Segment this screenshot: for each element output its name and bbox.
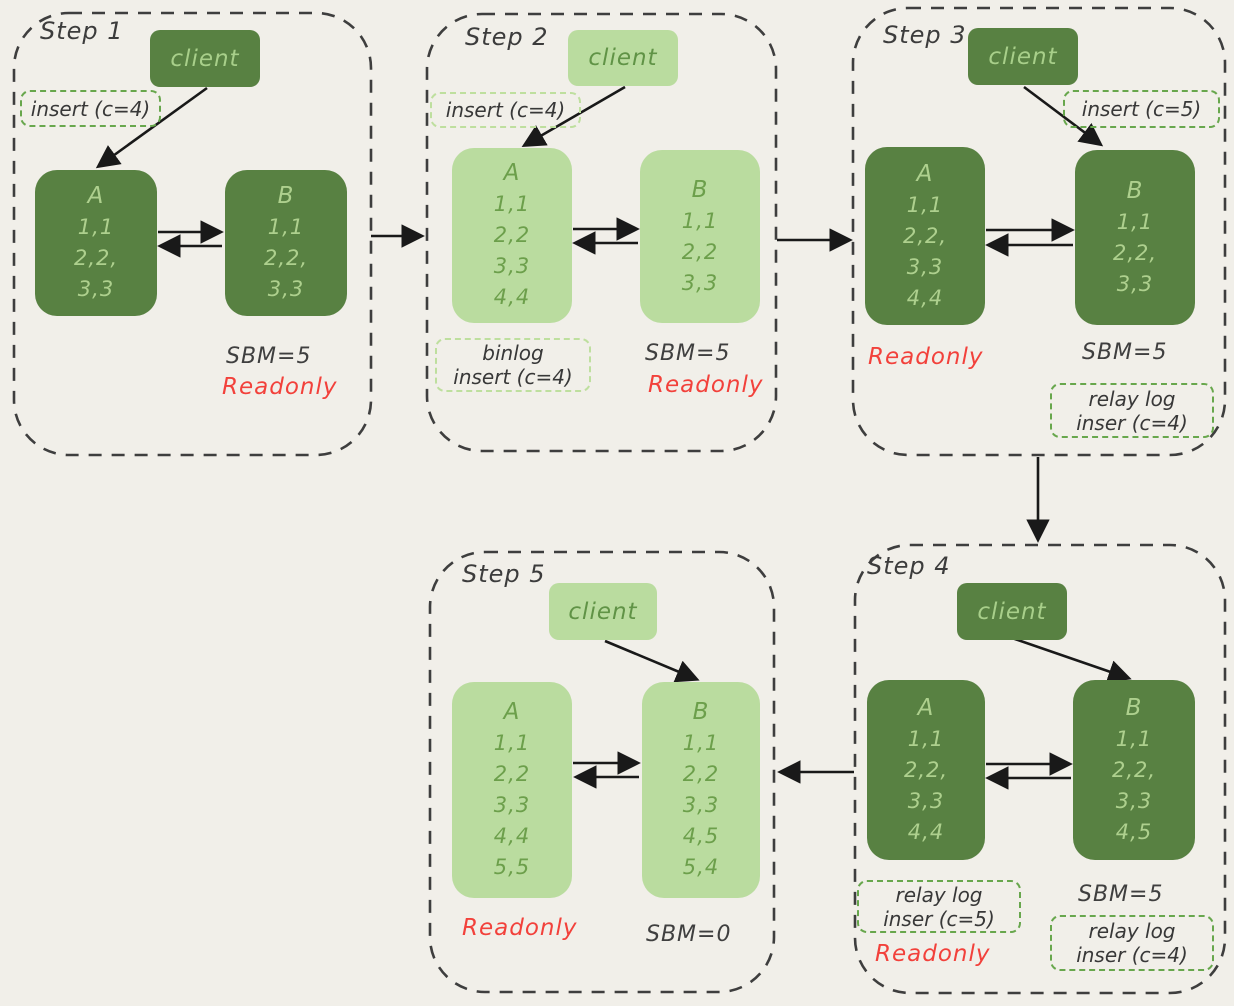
step5-title: Step 5	[462, 560, 546, 588]
step2-binlog-tag: binlog insert (c=4)	[435, 338, 591, 392]
node-b-row: 3,3	[267, 277, 305, 301]
step2-binlog-line1: binlog	[482, 341, 544, 365]
node-a-row: 3,3	[493, 254, 531, 278]
node-b-row: 3,3	[682, 793, 720, 817]
step5-node-a: A 1,1 2,2 3,3 4,4 5,5	[452, 682, 572, 898]
step4-relay-a-line2: inser (c=5)	[883, 906, 995, 931]
node-b-row: 1,1	[681, 208, 719, 233]
step3-sbm-label: SBM=5	[1082, 340, 1168, 365]
node-a-row: 1,1	[906, 192, 944, 217]
node-b-row: 2,2	[682, 762, 720, 786]
node-b-row: 1,1	[682, 731, 720, 755]
step2-sbm-label: SBM=5	[645, 341, 731, 366]
step2-insert-label: insert (c=4)	[445, 98, 566, 122]
step3-title: Step 3	[883, 21, 967, 49]
node-a-row: 3,3	[77, 277, 115, 301]
step4-sbm-label: SBM=5	[1078, 882, 1164, 907]
node-b-row: 5,4	[682, 855, 720, 879]
step4-relaylog-b-tag: relay log inser (c=4)	[1050, 915, 1214, 971]
node-a-row: 4,4	[493, 824, 531, 848]
node-b-row: 3,3	[681, 270, 719, 295]
node-b-title: B	[692, 699, 710, 725]
step4-title: Step 4	[867, 552, 951, 580]
node-b-row: 2,2,	[263, 246, 309, 270]
step4-client-box: client	[957, 583, 1067, 640]
node-a-row: 4,4	[907, 819, 945, 844]
node-b-title: B	[1126, 177, 1144, 204]
node-a-row: 2,2	[493, 762, 531, 786]
node-a-title: A	[917, 694, 935, 721]
step3-client-box: client	[968, 28, 1078, 85]
node-a-row: 3,3	[907, 788, 945, 813]
node-a-title: A	[503, 160, 521, 186]
step2-client-box: client	[568, 30, 678, 86]
step1-client-box: client	[150, 30, 260, 87]
node-b-row: 2,2,	[1111, 757, 1157, 782]
step5-sbm-label: SBM=0	[646, 922, 732, 947]
step4-client-to-b-arrow	[1011, 636, 1132, 683]
step1-readonly-label: Readonly	[222, 374, 338, 400]
step2-node-a: A 1,1 2,2 3,3 4,4	[452, 148, 572, 323]
step5-node-b: B 1,1 2,2 3,3 4,5 5,4	[642, 682, 760, 898]
step4-readonly-label: Readonly	[875, 941, 991, 967]
node-b-row: 2,2,	[1112, 240, 1158, 265]
step4-relaylog-a-tag: relay log inser (c=5)	[857, 880, 1021, 933]
node-b-title: B	[1125, 694, 1143, 721]
step4-node-b: B 1,1 2,2, 3,3 4,5	[1073, 680, 1195, 860]
node-b-row: 3,3	[1116, 271, 1154, 296]
step4-relay-b-line2: inser (c=4)	[1076, 943, 1188, 967]
node-b-title: B	[277, 183, 295, 209]
step2-readonly-label: Readonly	[648, 372, 764, 398]
step2-insert-tag: insert (c=4)	[430, 92, 581, 128]
step3-node-a: A 1,1 2,2, 3,3 4,4	[865, 147, 985, 325]
step2-title: Step 2	[465, 23, 549, 51]
node-a-row: 2,2,	[73, 246, 119, 270]
node-a-row: 2,2	[493, 223, 531, 247]
step5-readonly-label: Readonly	[462, 915, 578, 941]
step3-insert-label: insert (c=5)	[1081, 97, 1202, 121]
node-b-row: 3,3	[1115, 788, 1153, 813]
step1-insert-label: insert (c=4)	[30, 96, 151, 121]
node-a-row: 1,1	[493, 731, 531, 755]
node-a-title: A	[503, 699, 521, 725]
node-b-row: 4,5	[682, 824, 720, 848]
step4-relay-b-line1: relay log	[1088, 919, 1176, 943]
step1-insert-tag: insert (c=4)	[20, 90, 161, 127]
node-a-title: A	[87, 183, 105, 209]
step3-readonly-label: Readonly	[868, 344, 984, 370]
node-a-row: 3,3	[906, 254, 944, 279]
node-a-row: 1,1	[907, 726, 945, 751]
node-b-row: 4,5	[1115, 819, 1153, 844]
step4-relay-a-line1: relay log	[895, 882, 983, 907]
step1-node-b: B 1,1 2,2, 3,3	[225, 170, 347, 316]
step3-relay-line1: relay log	[1088, 386, 1176, 411]
step2-node-b: B 1,1 2,2 3,3	[640, 150, 760, 323]
step3-relaylog-tag: relay log inser (c=4)	[1050, 383, 1214, 438]
node-b-row: 2,2	[681, 239, 719, 264]
step1-title: Step 1	[40, 17, 124, 45]
node-a-row: 4,4	[493, 285, 531, 309]
node-b-row: 1,1	[1116, 209, 1154, 234]
step3-insert-tag: insert (c=5)	[1063, 90, 1220, 128]
node-b-row: 1,1	[267, 215, 305, 239]
node-a-row: 5,5	[493, 855, 531, 879]
node-a-row: 3,3	[493, 793, 531, 817]
node-b-title: B	[691, 176, 709, 203]
step3-node-b: B 1,1 2,2, 3,3	[1075, 150, 1195, 325]
node-a-row: 4,4	[906, 285, 944, 310]
node-b-row: 1,1	[1115, 726, 1153, 751]
step4-node-a: A 1,1 2,2, 3,3 4,4	[867, 680, 985, 860]
node-a-title: A	[916, 160, 934, 187]
step1-sbm-label: SBM=5	[226, 344, 312, 369]
step2-binlog-line2: insert (c=4)	[453, 365, 573, 389]
step3-relay-line2: inser (c=4)	[1076, 410, 1188, 435]
node-a-row: 2,2,	[902, 223, 948, 248]
node-a-row: 1,1	[493, 192, 531, 216]
node-a-row: 2,2,	[903, 757, 949, 782]
node-a-row: 1,1	[77, 215, 115, 239]
step5-client-box: client	[549, 583, 657, 640]
step5-client-to-b-arrow	[604, 639, 700, 683]
step1-node-a: A 1,1 2,2, 3,3	[35, 170, 157, 316]
